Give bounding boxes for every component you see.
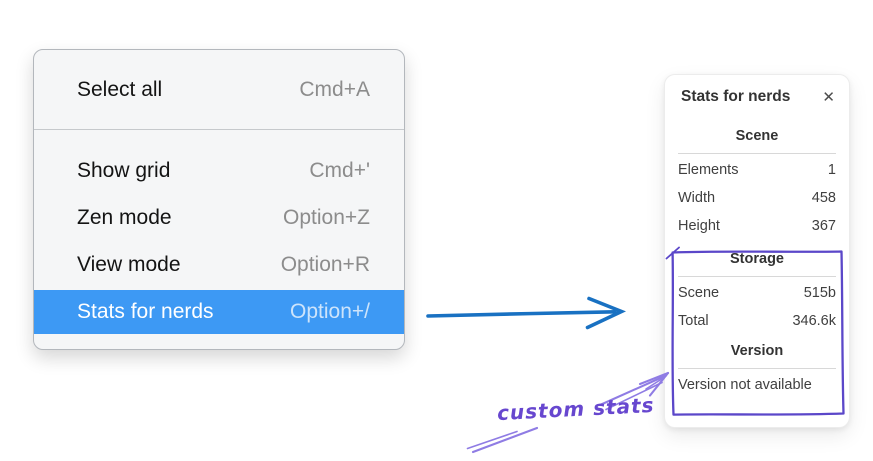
stat-row-scene: Scene 515b — [678, 279, 836, 307]
menu-item-view-mode[interactable]: View mode Option+R — [34, 241, 404, 288]
menu-item-shortcut: Option+Z — [283, 205, 370, 229]
section-storage: Storage Scene 515b Total 346.6k — [678, 251, 836, 335]
menu-item-shortcut: Cmd+' — [309, 158, 370, 182]
divider — [678, 153, 836, 154]
stat-label: Total — [678, 313, 709, 329]
stat-value: 1 — [827, 162, 836, 178]
menu-item-shortcut: Option+/ — [290, 300, 370, 323]
menu-group-top: Select all Cmd+A — [34, 50, 404, 129]
menu-item-shortcut: Option+R — [280, 252, 370, 276]
menu-item-stats-for-nerds[interactable]: Stats for nerds Option+/ — [34, 290, 404, 334]
version-note: Version not available — [678, 377, 812, 393]
divider — [678, 276, 836, 277]
stat-value: 458 — [811, 190, 836, 206]
menu-item-label: View mode — [77, 252, 181, 276]
stat-row-width: Width 458 — [678, 184, 836, 212]
divider — [678, 368, 836, 369]
section-version: Version Version not available — [678, 343, 836, 399]
menu-item-label: Stats for nerds — [77, 300, 214, 323]
section-heading: Version — [730, 343, 784, 359]
context-menu: Select all Cmd+A Show grid Cmd+' Zen mod… — [33, 49, 405, 350]
stats-panel-body: Scene Elements 1 Width 458 Height 367 St… — [665, 128, 849, 399]
stat-label: Elements — [678, 162, 739, 178]
section-heading: Scene — [735, 128, 779, 144]
stat-value: 515b — [803, 285, 836, 301]
menu-item-zen-mode[interactable]: Zen mode Option+Z — [34, 194, 404, 241]
stat-value: 346.6k — [792, 313, 836, 329]
annotation-arrow — [466, 371, 670, 454]
menu-item-label: Select all — [77, 77, 163, 101]
menu-item-select-all[interactable]: Select all Cmd+A — [34, 66, 404, 113]
panel-title: Stats for nerds — [681, 88, 791, 105]
stat-value: 367 — [811, 218, 836, 234]
menu-divider — [34, 129, 404, 130]
close-icon[interactable]: ✕ — [822, 88, 835, 106]
menu-group-bottom: Show grid Cmd+' Zen mode Option+Z View m… — [34, 130, 404, 349]
menu-item-show-grid[interactable]: Show grid Cmd+' — [34, 147, 404, 194]
annotation-label: custom stats — [496, 392, 656, 426]
stat-label: Height — [678, 218, 720, 234]
section-heading: Storage — [730, 251, 784, 267]
stats-panel: Stats for nerds ✕ Scene Elements 1 Width… — [664, 74, 850, 428]
stat-row-height: Height 367 — [678, 212, 836, 240]
flow-arrow — [426, 296, 627, 330]
stat-row-total: Total 346.6k — [678, 307, 836, 335]
menu-item-shortcut: Cmd+A — [299, 77, 370, 101]
section-scene: Scene Elements 1 Width 458 Height 367 — [678, 128, 836, 240]
stats-panel-header: Stats for nerds ✕ — [665, 75, 849, 106]
menu-item-label: Zen mode — [77, 205, 172, 229]
stat-label: Scene — [678, 285, 720, 301]
menu-item-label: Show grid — [77, 158, 171, 182]
stat-row-elements: Elements 1 — [678, 156, 836, 184]
stat-label: Width — [678, 190, 716, 206]
